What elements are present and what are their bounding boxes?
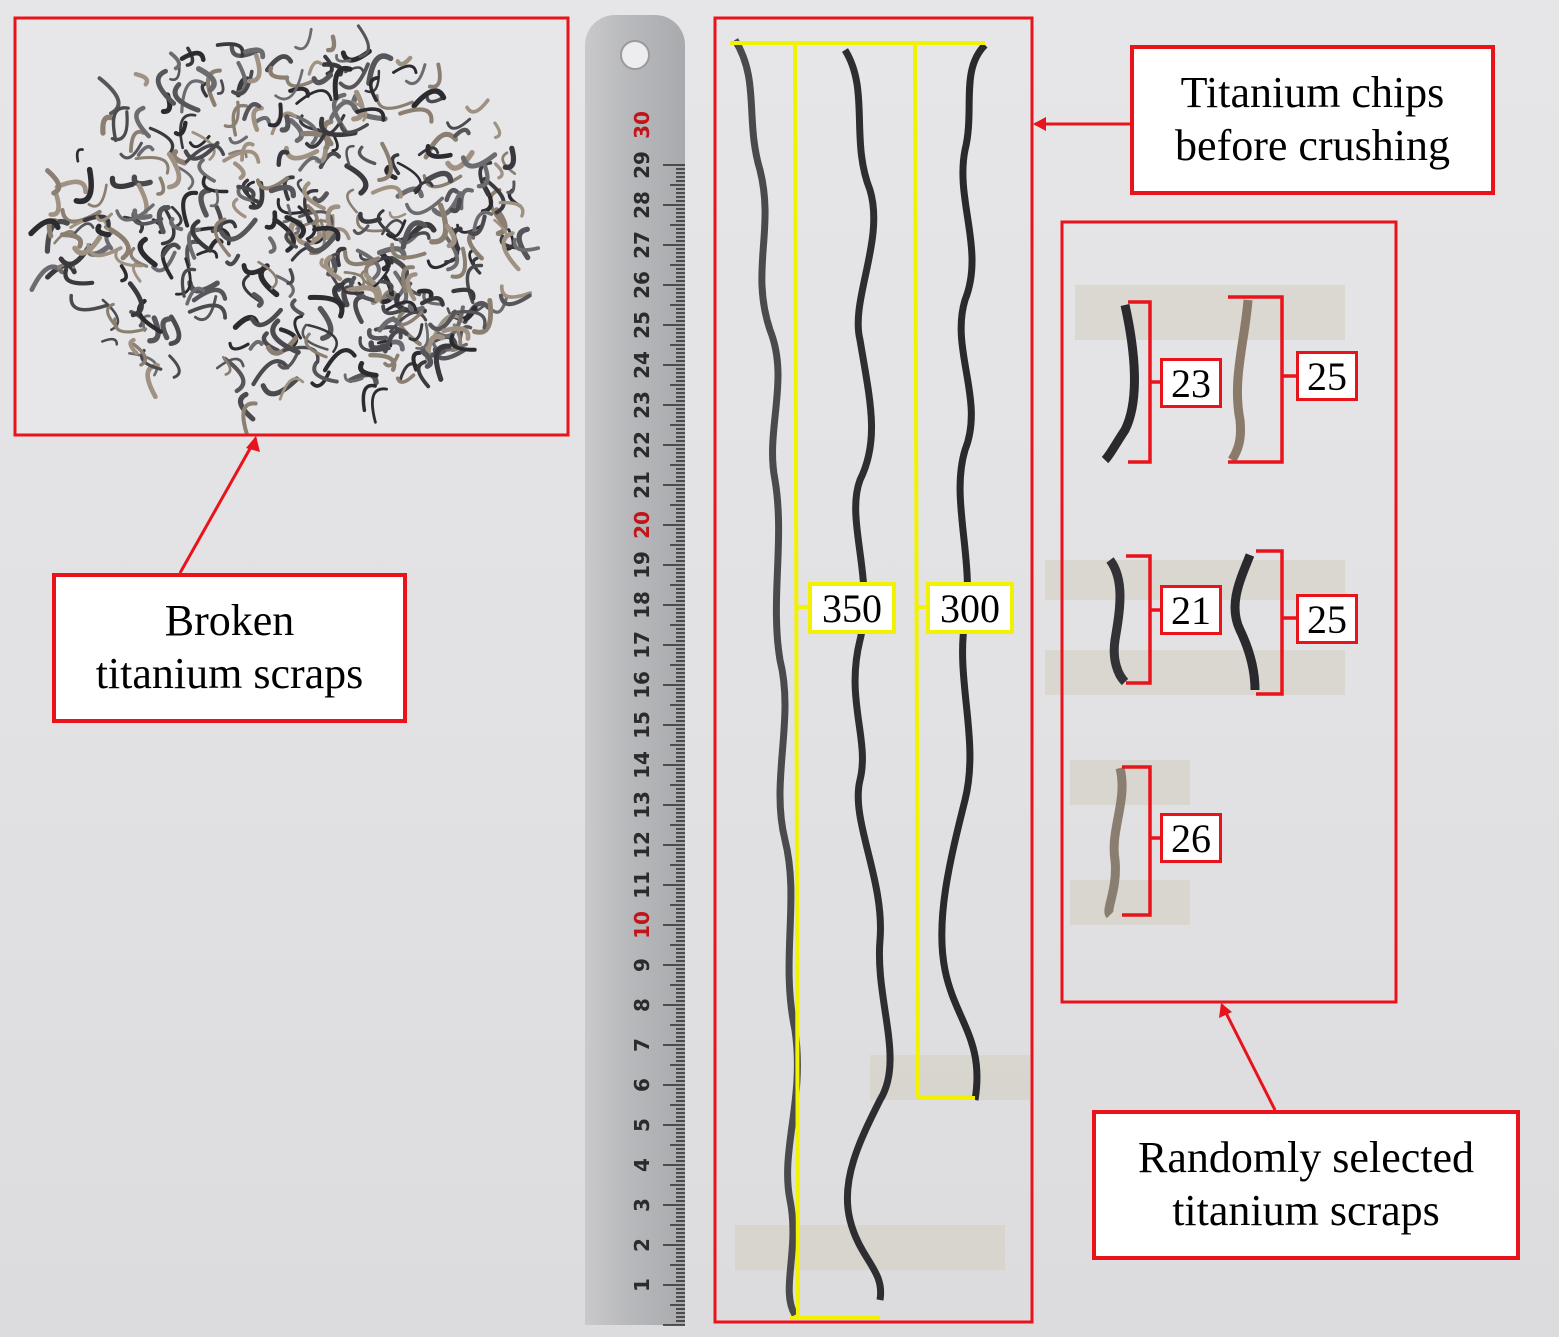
tape-strip [1045,650,1345,695]
short-chip-3 [1106,557,1129,686]
measure-25b: 25 [1296,594,1358,644]
short-chip-2 [1228,299,1253,463]
connector-line [1220,1004,1277,1111]
label-randomly-selected: Randomly selected titanium scraps [1092,1110,1520,1260]
chips-frame [713,16,1034,1324]
measure-350: 350 [808,582,896,634]
measure-23: 23 [1160,358,1222,408]
tape-strip [1070,880,1190,925]
short-chip-1 [1101,304,1139,464]
short-chip-4 [1230,553,1260,691]
tape-strip [1075,285,1345,340]
long-chip-1 [732,38,801,1317]
measure-300: 300 [926,582,1014,634]
measure-25: 25 [1296,351,1358,401]
label-chips-before-crushing: Titanium chips before crushing [1130,45,1495,195]
short-chip-5 [1104,766,1127,919]
yellow-measure-lines [730,41,985,1320]
measure-21: 21 [1160,585,1222,635]
steel-ruler [585,15,685,1325]
arrow-head [1033,117,1046,131]
measure-26: 26 [1160,813,1222,863]
tape-strip [870,1055,1030,1100]
long-chip-2 [841,48,894,1301]
arrow-head [246,436,260,452]
arrow-head [1219,1003,1232,1018]
scrap-pile [28,24,541,436]
red-brackets [1122,295,1298,917]
label-broken-scraps: Broken titanium scraps [52,573,407,723]
pile-frame [13,16,570,437]
ruler-hole [620,40,650,70]
long-chip-3 [938,42,988,1101]
selected-frame [1060,220,1398,1004]
connector-line [178,437,258,574]
